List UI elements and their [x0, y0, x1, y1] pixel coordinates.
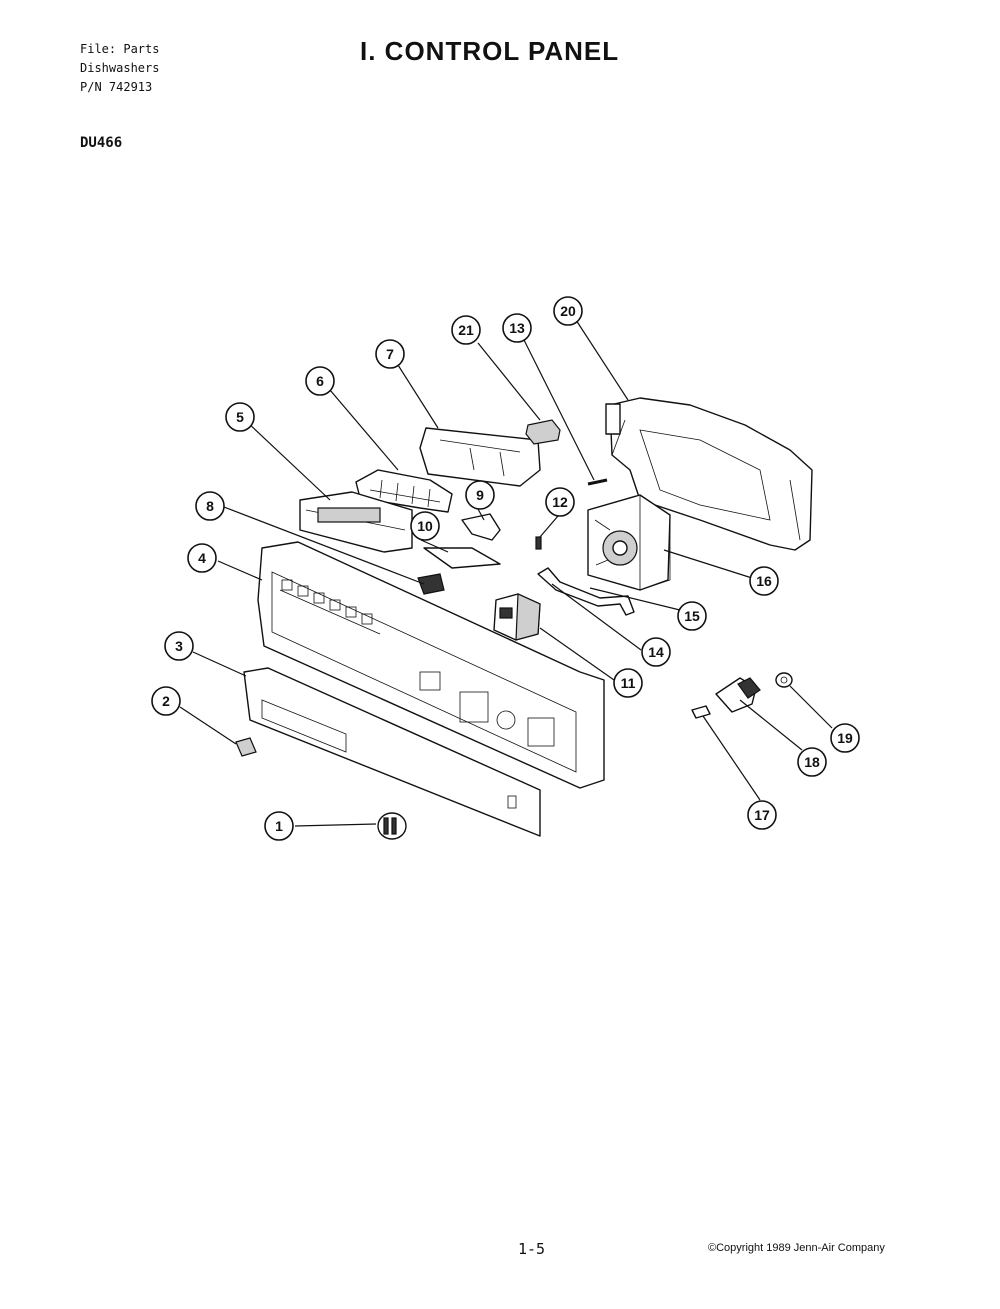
callout-14: 14 [641, 637, 671, 667]
part-6-key-carrier [355, 469, 453, 513]
part-9-clip [461, 513, 501, 541]
svg-text:3: 3 [175, 638, 183, 654]
part-3-trim-plate [243, 667, 541, 837]
part-21-block [525, 419, 561, 445]
svg-text:8: 8 [206, 498, 214, 514]
part-19-nut [775, 672, 793, 688]
svg-text:19: 19 [837, 730, 853, 746]
svg-text:9: 9 [476, 487, 484, 503]
part-8-connector [417, 573, 445, 595]
callout-4: 4 [187, 543, 217, 573]
svg-text:1: 1 [275, 818, 283, 834]
callout-18: 18 [797, 747, 827, 777]
callout-19: 19 [830, 723, 860, 753]
callout-8: 8 [195, 491, 225, 521]
callout-9: 9 [465, 480, 495, 510]
callout-12: 12 [545, 487, 575, 517]
callout-10: 10 [410, 511, 440, 541]
part-13-screw [587, 478, 608, 486]
callout-15: 15 [677, 601, 707, 631]
callout-11: 11 [613, 668, 643, 698]
callout-1: 1 [264, 811, 294, 841]
callout-20: 20 [553, 296, 583, 326]
copyright-notice: ©Copyright 1989 Jenn-Air Company [708, 1242, 885, 1254]
leader-lines [179, 319, 833, 827]
page-title: I. CONTROL PANEL [360, 36, 620, 66]
callout-13: 13 [502, 313, 532, 343]
category-line: Dishwashers [80, 61, 160, 75]
file-header: File: Parts Dishwashers P/N 742913 [80, 40, 159, 97]
callout-2: 2 [151, 686, 181, 716]
part-4-console-panel [257, 541, 605, 789]
svg-text:21: 21 [458, 322, 474, 338]
part-10-plate [423, 547, 501, 569]
part-5-key-bracket [299, 491, 413, 553]
svg-text:18: 18 [804, 754, 820, 770]
svg-text:11: 11 [621, 675, 636, 691]
callout-17: 17 [747, 800, 777, 830]
part-number-line: P/N 742913 [80, 80, 153, 94]
part-15-linkage [537, 567, 635, 616]
model-code: DU466 [80, 135, 123, 151]
svg-text:20: 20 [560, 303, 576, 319]
part-7-bracket [419, 427, 541, 487]
svg-text:5: 5 [236, 409, 244, 425]
svg-text:2: 2 [162, 693, 170, 709]
callout-21: 21 [451, 315, 481, 345]
svg-text:17: 17 [754, 807, 770, 823]
callout-7: 7 [375, 339, 405, 369]
part-16-timer [587, 494, 671, 591]
page-number: 1-5 [518, 1240, 546, 1258]
callout-3: 3 [164, 631, 194, 661]
svg-text:12: 12 [552, 494, 568, 510]
part-18-valve [715, 677, 761, 713]
part-1-knob [377, 812, 407, 840]
callout-5: 5 [225, 402, 255, 432]
part-20-housing [605, 397, 813, 551]
part-12-spring [535, 536, 542, 550]
svg-text:6: 6 [316, 373, 324, 389]
callout-6: 6 [305, 366, 335, 396]
part-11-switch [493, 593, 541, 641]
svg-text:7: 7 [386, 346, 394, 362]
svg-text:14: 14 [648, 644, 664, 660]
callout-16: 16 [749, 566, 779, 596]
file-line: File: Parts [80, 42, 160, 56]
part-17-sleeve [691, 705, 711, 719]
svg-text:16: 16 [756, 573, 772, 589]
svg-text:15: 15 [684, 608, 700, 624]
svg-text:4: 4 [198, 550, 206, 566]
svg-text:13: 13 [509, 320, 525, 336]
svg-text:10: 10 [417, 518, 433, 534]
part-2-button [235, 737, 257, 757]
